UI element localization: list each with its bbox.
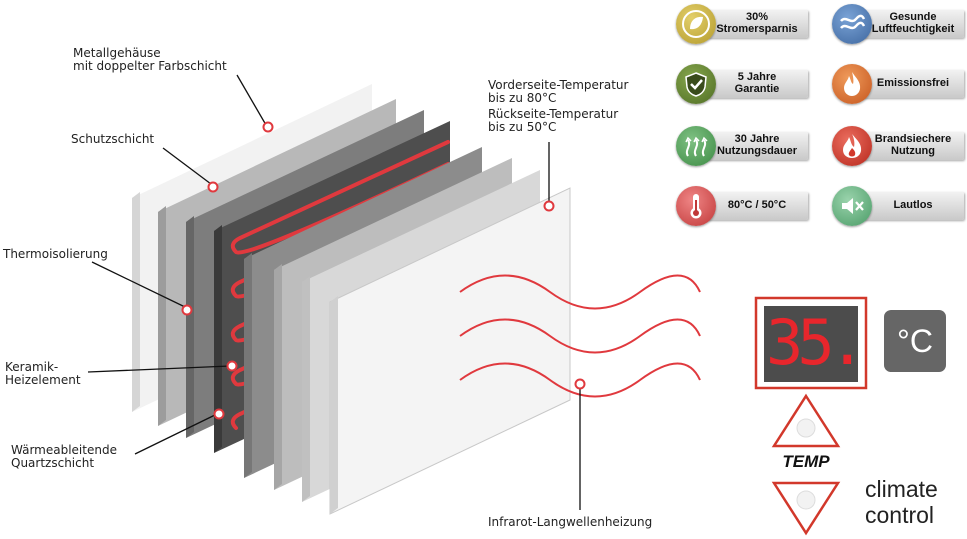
flame-icon <box>832 64 872 104</box>
marker-infrared <box>574 378 586 390</box>
panel-metal-housing-edge <box>132 192 140 412</box>
marker-front <box>543 200 555 212</box>
label-infrared: Infrarot-Langwellenheizung <box>488 515 653 529</box>
temperature-readout: 35. <box>766 306 866 379</box>
leaf-icon <box>676 4 716 44</box>
label-thermal-insulation: Thermoisolierung <box>3 247 108 261</box>
marker-protective <box>207 181 219 193</box>
marker-quartz <box>213 408 225 420</box>
marker-insulation <box>181 304 193 316</box>
temp-label: TEMP <box>782 452 830 471</box>
marker-metal <box>262 121 274 133</box>
infrared-waves <box>459 274 701 398</box>
fire-icon <box>832 126 872 166</box>
celsius-label: °C <box>897 323 933 359</box>
shield-check-icon <box>676 64 716 104</box>
heat-waves-icon <box>676 126 716 166</box>
thermometer-icon <box>676 186 716 226</box>
label-protective-layer: Schutzschicht <box>71 132 155 146</box>
feature-stromersparnis: 30%Stromersparnis <box>676 4 808 44</box>
marker-ceramic <box>226 360 238 372</box>
label-ceramic-heating: Keramik-Heizelement <box>5 360 81 387</box>
humidity-wave-icon <box>832 4 872 44</box>
mute-speaker-icon <box>832 186 872 226</box>
feature-lautlos: Lautlos <box>832 186 964 226</box>
leader-lines <box>87 74 581 510</box>
feature-temperatur: 80°C / 50°C <box>676 186 808 226</box>
feature-emissionsfrei: Emissionsfrei <box>832 64 964 104</box>
